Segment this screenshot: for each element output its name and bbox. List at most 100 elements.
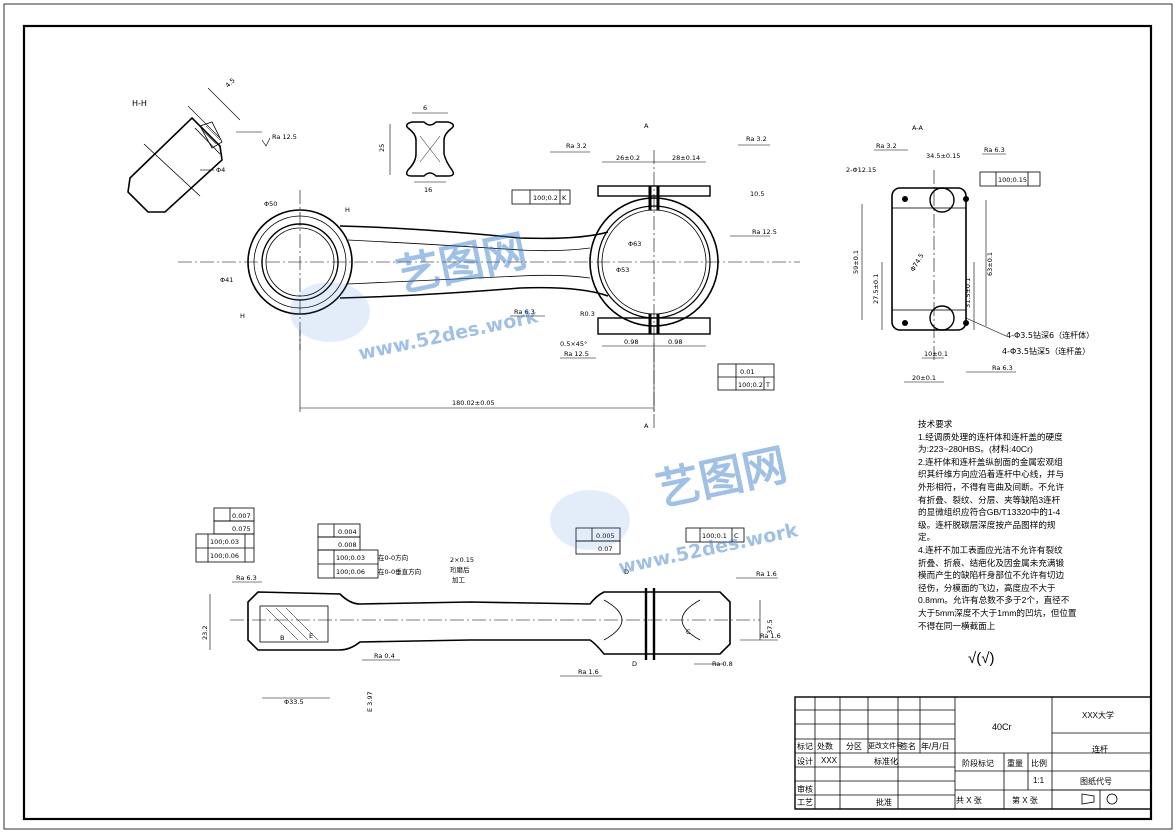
notes-line: 不得在同一横截面上: [918, 620, 996, 631]
watermark-top: 艺图网 www.52des.work: [290, 225, 540, 365]
dim-d4: 6: [423, 104, 427, 112]
process-label: 工艺: [797, 798, 813, 807]
designer-value: XXX: [821, 756, 838, 765]
dim-d28: 180.02±0.05: [452, 399, 495, 407]
dim-d22: Ra 12.5: [564, 350, 589, 358]
dim-d71: B: [280, 634, 284, 642]
drawing-no-label: 图纸代号: [1080, 777, 1112, 786]
dim-d27: T: [765, 381, 770, 389]
scale-label: 比例: [1031, 759, 1047, 768]
longitudinal-section-view: 0.007 0.075 100;0.03 100;0.06 0.004 0.00…: [195, 507, 781, 712]
dim-d43: 4-Φ3.5钻深5（连杆盖）: [1002, 346, 1090, 356]
dim-d73: D: [624, 568, 629, 576]
material-value: 40Cr: [992, 722, 1012, 732]
cut-a-bottom: A: [644, 422, 649, 430]
dim-d30: Ra 6.3: [984, 146, 1005, 154]
dim-d52: 在0-0方向: [378, 553, 408, 562]
dim-d15: Ra 12.5: [752, 228, 777, 236]
dim-d34: 59±0.1: [852, 250, 860, 274]
mark-label: 标记: [797, 742, 813, 751]
dim-d39: 10±0.1: [924, 350, 948, 358]
main-front-view: Φ50 Φ41 H H 26±0.2 28±0.14 Ra 3.2 Ra 3.2…: [178, 122, 800, 430]
sign-label: 签名: [900, 742, 916, 751]
title-block: [794, 696, 1152, 810]
dim-d55: 珩磨后: [450, 565, 470, 574]
dim-d12: 100;0.2: [533, 194, 558, 202]
inner-border: [22, 24, 1153, 821]
dim-d59: 100;0.1: [702, 532, 727, 540]
watermark-url-top: www.52des.work: [356, 305, 540, 365]
stage-label: 阶段标记: [962, 759, 994, 768]
dim-d51: 100;0.06: [336, 568, 365, 576]
dim-d58: 0.07: [598, 545, 612, 553]
notes-line: 模而产生的缺陷杆身部位不允许有切边: [918, 570, 1065, 581]
dim-d26: 100;0.2: [738, 381, 763, 389]
dim-d64: Ra 0.4: [374, 652, 395, 660]
date-label: 年/月/日: [921, 742, 950, 751]
dim-d56: 加工: [452, 575, 466, 584]
notes-line: 外形相符，不得有弯曲及间断。不允许: [918, 481, 1065, 492]
dim-d20: R0.3: [580, 310, 595, 318]
dim-d14: 10.5: [750, 190, 764, 198]
dim-d45: 0.075: [232, 525, 251, 533]
qty-label: 处数: [817, 742, 833, 751]
dim-d69: E 3.97: [366, 691, 374, 712]
cut-a-top: A: [644, 122, 649, 130]
dim-d11: Φ50: [264, 200, 277, 208]
dim-d57: 0.005: [596, 532, 615, 540]
dim-d33: 100;0.15: [998, 176, 1027, 184]
dim-d40: 20±0.1: [912, 374, 936, 382]
notes-line: 0.8mm。允许有总数不多于2个，直径不: [918, 595, 1070, 606]
dim-d38: Φ74.5: [909, 252, 926, 273]
dim-d66: Ra 0.8: [712, 660, 733, 668]
dim-d10: Ra 3.2: [746, 135, 767, 143]
notes-line: 为:223~280HBS。(材料:40Cr): [918, 444, 1033, 455]
sheet-total: 共 X 张: [956, 796, 982, 805]
dim-d6: 16: [424, 186, 432, 194]
dim-d24: 0.98: [668, 338, 682, 346]
dim-d5: 25: [378, 144, 386, 152]
dim-d67: 23.2: [201, 626, 209, 640]
dim-d16: Φ63: [628, 240, 641, 248]
dim-d31: 2-Φ12.15: [846, 166, 876, 174]
dim-d42: 4-Φ3.5钻深6（连杆体）: [1006, 330, 1094, 340]
sheet-no: 第 X 张: [1012, 796, 1038, 805]
notes-line: 4.连杆不加工表面应光洁不允许有裂纹: [918, 544, 1063, 555]
weight-label: 重量: [1007, 759, 1023, 768]
approve-label: 批准: [876, 798, 892, 807]
dim-d53: 在0-0垂直方向: [378, 567, 421, 576]
watermark-brand-bottom: 艺图网: [652, 439, 792, 516]
design-label: 设计: [797, 757, 813, 766]
cut-h-top: H: [345, 206, 350, 214]
notes-line: 定。: [918, 532, 936, 543]
dim-d36: 27.5±0.1: [872, 274, 880, 304]
section-hh-label: H-H: [132, 99, 147, 108]
notes-line: 织其纤维方向应沿着连杆中心线，并与: [918, 469, 1065, 480]
notes-line: 有折叠、裂纹、分层、夹等缺陷3连杆: [918, 494, 1061, 505]
dim-d8: 26±0.2: [616, 154, 640, 162]
dim-d25: 0.01: [740, 368, 754, 376]
cut-h-bottom: H: [240, 312, 245, 320]
notes-line: 折叠、折痕、结疤化及因金属未充满锻: [918, 557, 1065, 568]
dim-d46: 100;0.03: [210, 538, 239, 546]
dim-d49: 0.008: [338, 541, 357, 549]
dim-d41: Ra 6.3: [992, 364, 1013, 372]
dim-d9: 28±0.14: [672, 154, 700, 162]
notes-line: 级。连杆脱碳层深度按产品图样的规: [918, 519, 1056, 530]
dim-d54: 2×0.15: [450, 556, 474, 564]
dim-d60: C: [734, 532, 739, 540]
change-doc-label: 更改文件号: [868, 743, 903, 750]
notes-title: 技术要求: [918, 419, 953, 429]
notes-line: 径伤，分模面的飞边，高度应不大于: [918, 582, 1056, 593]
dim-d18: Φ41: [220, 276, 233, 284]
notes-line: 2.连杆体和连杆盖纵剖面的金属宏观组: [918, 456, 1063, 467]
section-aa-view: A-A Ra 3.2 Ra 6.3 2-Φ12.15 34.5±0.15 100…: [846, 124, 1094, 383]
standard-label: 标准化: [874, 757, 898, 766]
dim-d44: 0.007: [232, 512, 251, 520]
dim-d21: 0.5×45°: [560, 340, 587, 348]
notes-line: 1.经调质处理的连杆体和连杆盖的硬度: [918, 431, 1063, 442]
notes-line: 的显微组织应符合GB/T13320中的1-4: [918, 507, 1061, 518]
dim-d3: Φ4: [216, 166, 225, 174]
dim-d50: 100;0.03: [336, 554, 365, 562]
